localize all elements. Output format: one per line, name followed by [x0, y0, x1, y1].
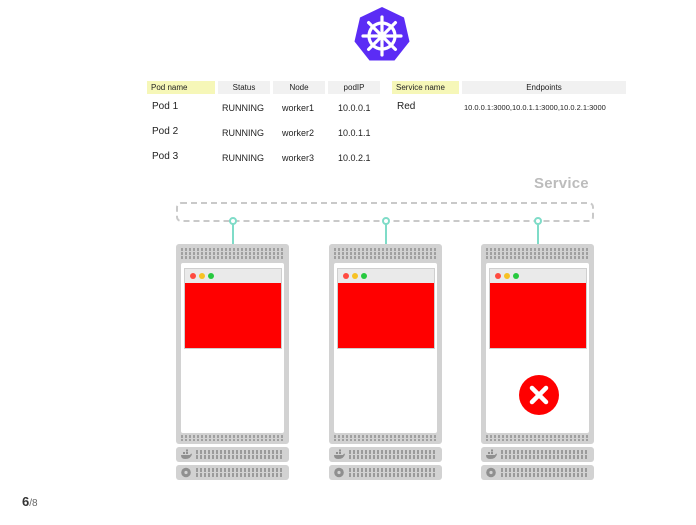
disk-icon: [334, 467, 344, 478]
disk-icon: [486, 467, 496, 478]
kubernetes-logo-icon: [354, 7, 410, 61]
maximize-dot-icon: [513, 273, 519, 279]
service-endpoints-cell: 10.0.0.1:3000,10.0.1.1:3000,10.0.2.1:300…: [464, 103, 606, 112]
worker-node-server: [176, 244, 289, 444]
unit-grill: [196, 450, 284, 459]
docker-unit: [176, 447, 289, 462]
pod-name-cell: Pod 3: [152, 151, 179, 162]
browser-title-bar: [185, 269, 281, 283]
minimize-dot-icon: [199, 273, 205, 279]
server-screen: [334, 263, 437, 433]
pod-app-window: [337, 268, 435, 349]
pod-node-cell: worker1: [282, 103, 315, 113]
current-page: 6: [22, 494, 30, 509]
pod-status-cell: RUNNING: [222, 153, 264, 163]
header-service-name: Service name: [392, 81, 459, 94]
pod-app-window: [184, 268, 282, 349]
service-name-cell: Red: [397, 101, 416, 112]
server-screen: [486, 263, 589, 433]
pod-name-cell: Pod 1: [152, 101, 179, 112]
header-endpoints: Endpoints: [462, 81, 626, 94]
worker-node-server: [481, 244, 594, 444]
unit-grill: [349, 450, 437, 459]
header-status: Status: [218, 81, 270, 94]
docker-unit: [481, 447, 594, 462]
docker-whale-icon: [486, 449, 497, 459]
unit-grill: [196, 468, 284, 477]
pod-ip-cell: 10.0.2.1: [338, 153, 371, 163]
browser-title-bar: [338, 269, 434, 283]
minimize-dot-icon: [352, 273, 358, 279]
pod-app-window: [489, 268, 587, 349]
pod-status-cell: RUNNING: [222, 128, 264, 138]
server-vent: [486, 435, 589, 443]
close-dot-icon: [343, 273, 349, 279]
maximize-dot-icon: [208, 273, 214, 279]
docker-whale-icon: [181, 449, 192, 459]
server-screen: [181, 263, 284, 433]
disk-unit: [176, 465, 289, 480]
server-vent: [181, 248, 284, 259]
connection-dot: [534, 217, 542, 225]
browser-title-bar: [490, 269, 586, 283]
header-node: Node: [273, 81, 325, 94]
pod-ip-cell: 10.0.1.1: [338, 128, 371, 138]
connection-dot: [382, 217, 390, 225]
slide-counter: 6/8: [22, 494, 38, 509]
unit-grill: [501, 450, 589, 459]
error-x-icon: [519, 375, 559, 415]
connection-dot: [229, 217, 237, 225]
header-pod-name: Pod name: [147, 81, 215, 94]
pod-ip-cell: 10.0.0.1: [338, 103, 371, 113]
server-vent: [334, 248, 437, 259]
docker-whale-icon: [334, 449, 345, 459]
pod-node-cell: worker3: [282, 153, 315, 163]
unit-grill: [501, 468, 589, 477]
minimize-dot-icon: [504, 273, 510, 279]
server-vent: [334, 435, 437, 443]
worker-node-server: [329, 244, 442, 444]
server-vent: [181, 435, 284, 443]
unit-grill: [349, 468, 437, 477]
pod-node-cell: worker2: [282, 128, 315, 138]
pod-name-cell: Pod 2: [152, 126, 179, 137]
disk-unit: [481, 465, 594, 480]
header-pod-ip: podIP: [328, 81, 380, 94]
total-pages: /8: [29, 498, 38, 509]
disk-unit: [329, 465, 442, 480]
pod-status-cell: RUNNING: [222, 103, 264, 113]
close-dot-icon: [190, 273, 196, 279]
maximize-dot-icon: [361, 273, 367, 279]
docker-unit: [329, 447, 442, 462]
server-vent: [486, 248, 589, 259]
service-label: Service: [534, 175, 589, 192]
disk-icon: [181, 467, 191, 478]
close-dot-icon: [495, 273, 501, 279]
